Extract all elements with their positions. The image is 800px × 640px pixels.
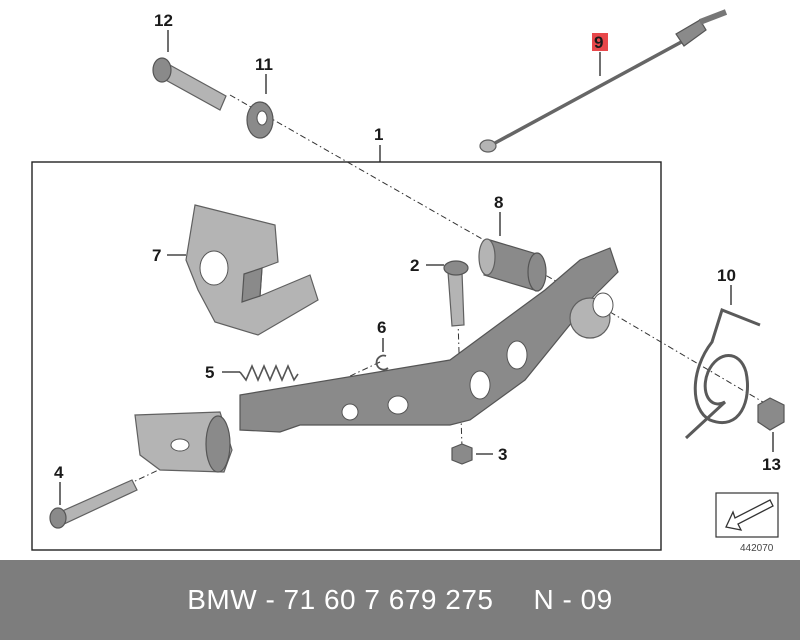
callout-4: 4 (54, 463, 64, 482)
callout-2: 2 (410, 256, 419, 275)
part-bolt (443, 260, 469, 327)
footer-text: BMW - 71 60 7 679 275 N - 09 (187, 584, 612, 616)
part-nut (451, 443, 473, 465)
part-return-spring (684, 308, 761, 440)
part-washer (246, 101, 274, 139)
part-cable-rod (479, 9, 728, 153)
callout-7: 7 (152, 246, 161, 265)
callout-8: 8 (494, 193, 503, 212)
exploded-parts-diagram: 1 2 3 4 5 6 7 8 9 10 11 12 13 442070 (31, 9, 785, 554)
part-nut-13 (757, 397, 785, 431)
callout-1: 1 (374, 125, 383, 144)
callout-12: 12 (154, 11, 173, 30)
callout-5: 5 (205, 363, 214, 382)
part-brake-lever (239, 247, 619, 433)
callout-13: 13 (762, 455, 781, 474)
part-long-bolt (49, 479, 138, 529)
callout-9-highlight (592, 33, 608, 51)
callout-3: 3 (498, 445, 507, 464)
footer-bar: BMW - 71 60 7 679 275 N - 09 (0, 560, 800, 640)
callout-9: 9 (594, 33, 603, 52)
assembly-frame (31, 161, 662, 551)
part-pin (152, 57, 227, 111)
part-bushing (478, 238, 547, 292)
callout-6: 6 (377, 318, 386, 337)
part-number: BMW - 71 60 7 679 275 (187, 584, 494, 615)
callout-10: 10 (717, 266, 736, 285)
callout-11: 11 (255, 55, 273, 74)
diagram-id: 442070 (740, 543, 774, 554)
orientation-symbol (715, 492, 779, 538)
part-clip (375, 354, 389, 371)
part-footrest-peg (134, 411, 233, 473)
part-spring (239, 363, 299, 383)
part-footrest-plate (185, 204, 319, 336)
page-reference: N - 09 (533, 584, 613, 615)
